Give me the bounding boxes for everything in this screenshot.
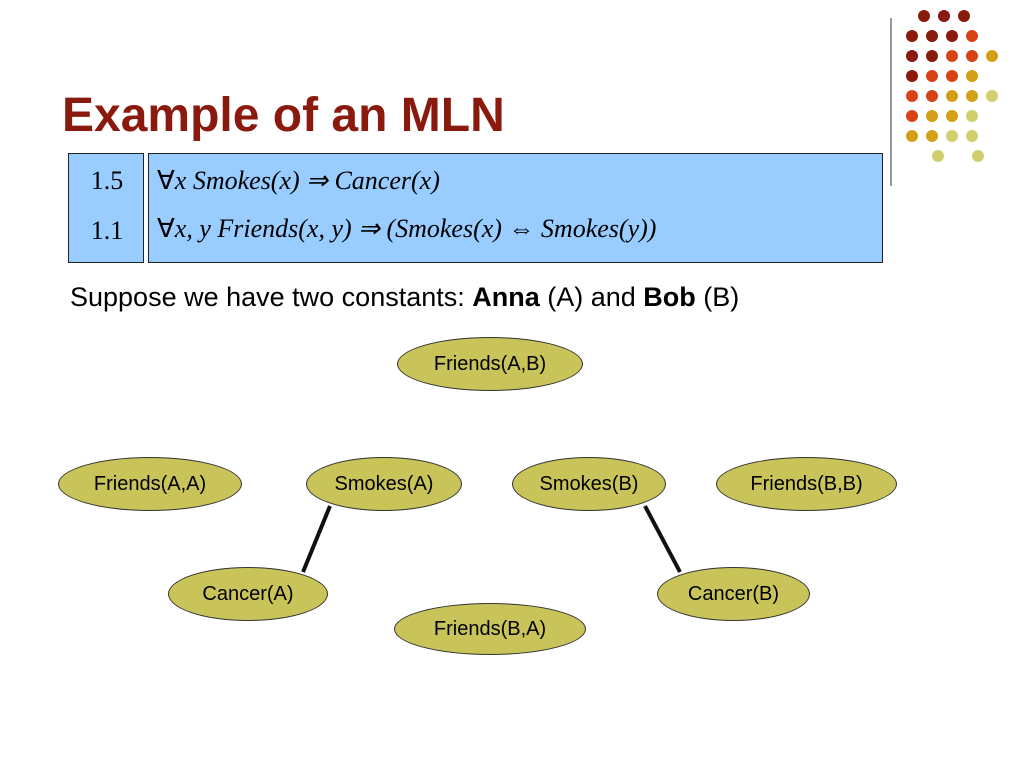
decorative-dot [966, 50, 978, 62]
decorative-dot [906, 50, 918, 62]
edge-smokes-b-cancer-b [643, 505, 682, 573]
node-friends-a-b: Friends(A,B) [397, 337, 583, 391]
node-smokes-b: Smokes(B) [512, 457, 666, 511]
node-cancer-a: Cancer(A) [168, 567, 328, 621]
slide-title: Example of an MLN [62, 89, 505, 142]
node-friends-a-a: Friends(A,A) [58, 457, 242, 511]
decorative-dot [918, 10, 930, 22]
rule-formula: ∀x, y Friends(x, y) ⇒ (Smokes(x) ⇔ Smoke… [157, 214, 656, 244]
decorative-dot [926, 110, 938, 122]
decorative-dot [966, 30, 978, 42]
sentence-text: (B) [695, 282, 740, 312]
rule-formula: ∀x Smokes(x) ⇒ Cancer(x) [157, 166, 440, 196]
decorative-dot [946, 50, 958, 62]
decorative-dot [986, 90, 998, 102]
decorative-dot [938, 10, 950, 22]
decorative-dot [966, 110, 978, 122]
decorative-dot [906, 110, 918, 122]
weights-box: 1.5 1.1 [68, 153, 144, 263]
decorative-dot [946, 110, 958, 122]
decorative-dot [972, 150, 984, 162]
node-friends-b-b: Friends(B,B) [716, 457, 897, 511]
decorative-dot [946, 70, 958, 82]
node-smokes-a: Smokes(A) [306, 457, 462, 511]
decorative-dot [966, 90, 978, 102]
edge-smokes-a-cancer-a [301, 505, 332, 573]
decorative-dot [926, 130, 938, 142]
constant-bob: Bob [643, 282, 696, 312]
rule-weight: 1.5 [90, 166, 124, 195]
decorative-dot [946, 130, 958, 142]
rule-formula-text: x, y Friends(x, y) ⇒ (Smokes(x) ⇔ Smokes… [174, 214, 657, 243]
decorative-dot [906, 130, 918, 142]
rule-weight: 1.1 [90, 216, 124, 245]
sentence-text: Suppose we have two constants: [70, 282, 473, 312]
decorative-dot [986, 50, 998, 62]
decorative-dot [926, 30, 938, 42]
formulas-box: ∀x Smokes(x) ⇒ Cancer(x) ∀x, y Friends(x… [148, 153, 883, 263]
decorative-dot [906, 30, 918, 42]
sentence-text: (A) and [539, 282, 644, 312]
decorative-dot [906, 70, 918, 82]
node-cancer-b: Cancer(B) [657, 567, 810, 621]
decorative-dot [926, 50, 938, 62]
decorative-dot [932, 150, 944, 162]
decorative-dot [958, 10, 970, 22]
constant-anna: Anna [472, 282, 540, 312]
forall-symbol: ∀ [157, 166, 175, 195]
decorative-divider [890, 18, 892, 186]
decorative-dot [926, 70, 938, 82]
decorative-dot [966, 130, 978, 142]
decorative-dot [926, 90, 938, 102]
decorative-dot [946, 30, 958, 42]
node-friends-b-a: Friends(B,A) [394, 603, 586, 655]
rule-formula-text: x Smokes(x) ⇒ Cancer(x) [174, 166, 440, 195]
constants-sentence: Suppose we have two constants: Anna (A) … [70, 282, 739, 313]
decorative-dot [946, 90, 958, 102]
decorative-dot [966, 70, 978, 82]
forall-symbol: ∀ [157, 214, 175, 243]
decorative-dot [906, 90, 918, 102]
